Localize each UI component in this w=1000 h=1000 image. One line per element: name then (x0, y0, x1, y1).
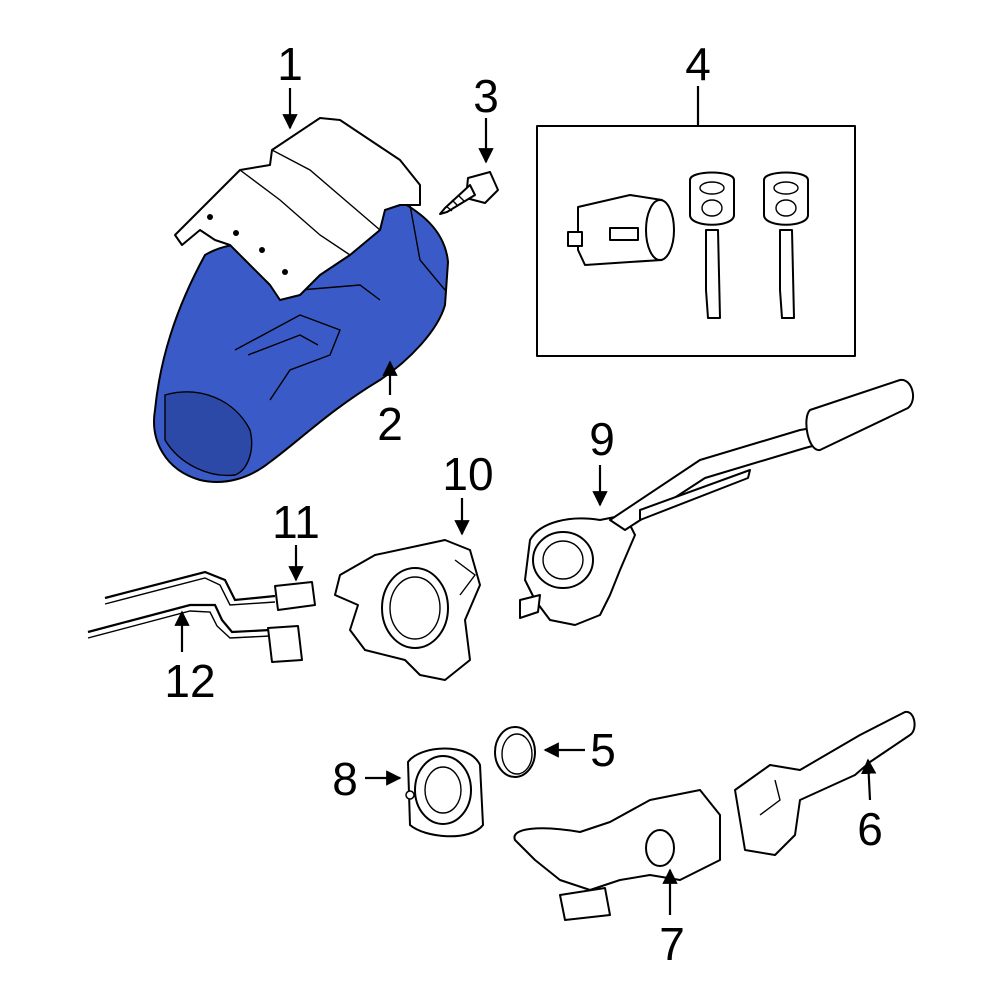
callout-1: 1 (277, 38, 303, 90)
part-1-upper-column-cover[interactable] (174, 117, 421, 301)
part-10-clock-spring[interactable] (334, 539, 481, 681)
callout-labels: 1 2 3 4 5 6 7 8 9 10 11 12 (164, 38, 882, 970)
key-right (763, 171, 809, 319)
part-7-turn-signal-switch[interactable] (513, 789, 721, 921)
part-9-switch-with-lever[interactable] (519, 378, 915, 626)
part-11-wire-harness[interactable] (104, 570, 316, 611)
part-3-screw[interactable] (439, 171, 499, 215)
callout-10: 10 (442, 448, 493, 500)
part-2-lower-column-cover[interactable] (153, 199, 449, 483)
callout-leaders (174, 86, 877, 915)
callout-9: 9 (589, 413, 615, 465)
callout-6: 6 (857, 803, 883, 855)
part-12-wire-harness[interactable] (87, 603, 303, 663)
callout-7: 7 (659, 918, 685, 970)
part-5-ring[interactable] (494, 726, 536, 778)
callout-8: 8 (332, 753, 358, 805)
callout-2: 2 (377, 398, 403, 450)
key-left (689, 171, 735, 319)
part-4-lock-cylinder-and-keys[interactable] (536, 125, 856, 357)
lock-cylinder (567, 194, 675, 266)
callout-3: 3 (473, 70, 499, 122)
callout-11: 11 (272, 496, 320, 548)
callout-12: 12 (164, 655, 215, 707)
part-6-wiper-switch[interactable] (734, 710, 916, 856)
callout-4: 4 (685, 38, 711, 90)
part-8-spiral-cable[interactable] (405, 747, 484, 838)
callout-5: 5 (590, 724, 616, 776)
